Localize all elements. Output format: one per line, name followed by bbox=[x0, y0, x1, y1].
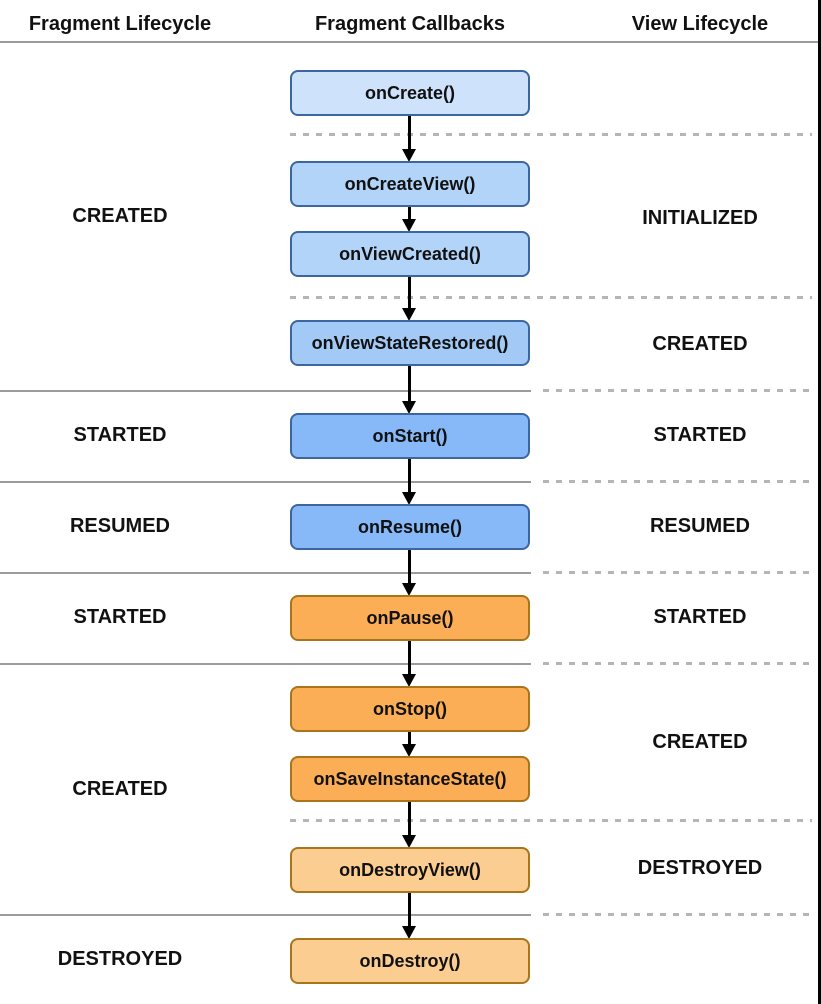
fragment-state-divider bbox=[0, 481, 531, 483]
fragment-state-divider bbox=[0, 390, 531, 392]
view-state-divider bbox=[543, 480, 812, 483]
view-state-label: STARTED bbox=[653, 424, 747, 446]
callback-box-oncreateview: onCreateView() bbox=[290, 161, 530, 207]
callback-box-onstop: onStop() bbox=[290, 686, 530, 732]
callback-box-ondestroyview: onDestroyView() bbox=[290, 847, 530, 893]
view-state-label: CREATED bbox=[652, 333, 748, 355]
flow-arrow-stem bbox=[408, 893, 411, 927]
fragment-state-label: CREATED bbox=[72, 205, 168, 227]
flow-arrow-head bbox=[402, 926, 416, 939]
flow-arrow-stem bbox=[408, 459, 411, 493]
header-divider bbox=[0, 41, 821, 43]
callback-box-onstart: onStart() bbox=[290, 413, 530, 459]
view-state-divider bbox=[543, 389, 812, 392]
view-state-label: STARTED bbox=[653, 606, 747, 628]
fragment-state-label: STARTED bbox=[73, 424, 167, 446]
view-state-label: RESUMED bbox=[649, 515, 750, 537]
flow-arrow-stem bbox=[408, 732, 411, 745]
view-state-divider bbox=[290, 296, 812, 299]
flow-arrow-head bbox=[402, 744, 416, 757]
callback-box-onviewstaterestored: onViewStateRestored() bbox=[290, 320, 530, 366]
callback-box-ondestroy: onDestroy() bbox=[290, 938, 530, 984]
view-state-divider bbox=[290, 133, 812, 136]
column-header-fragment-callbacks: Fragment Callbacks bbox=[314, 13, 506, 35]
view-state-divider bbox=[543, 913, 812, 916]
flow-arrow-head bbox=[402, 492, 416, 505]
callback-box-onsaveinstancestate: onSaveInstanceState() bbox=[290, 756, 530, 802]
flow-arrow-stem bbox=[408, 277, 411, 309]
fragment-state-label: CREATED bbox=[72, 778, 168, 800]
view-state-divider bbox=[290, 819, 812, 822]
column-header-view-lifecycle: View Lifecycle bbox=[631, 13, 769, 35]
flow-arrow-stem bbox=[408, 207, 411, 220]
view-state-label: DESTROYED bbox=[637, 857, 763, 879]
flow-arrow-stem bbox=[408, 366, 411, 402]
view-state-divider bbox=[543, 662, 812, 665]
fragment-state-label: RESUMED bbox=[69, 515, 170, 537]
flow-arrow-head bbox=[402, 835, 416, 848]
column-header-fragment-lifecycle: Fragment Lifecycle bbox=[28, 13, 212, 35]
flow-arrow-head bbox=[402, 583, 416, 596]
callback-box-onpause: onPause() bbox=[290, 595, 530, 641]
view-state-label: CREATED bbox=[652, 731, 748, 753]
flow-arrow-stem bbox=[408, 641, 411, 675]
view-state-divider bbox=[543, 571, 812, 574]
flow-arrow-head bbox=[402, 308, 416, 321]
fragment-state-label: STARTED bbox=[73, 606, 167, 628]
fragment-state-divider bbox=[0, 914, 531, 916]
fragment-state-label: DESTROYED bbox=[57, 948, 183, 970]
callback-box-oncreate: onCreate() bbox=[290, 70, 530, 116]
callback-box-onresume: onResume() bbox=[290, 504, 530, 550]
fragment-state-divider bbox=[0, 663, 531, 665]
fragment-state-divider bbox=[0, 572, 531, 574]
flow-arrow-head bbox=[402, 219, 416, 232]
callback-box-onviewcreated: onViewCreated() bbox=[290, 231, 530, 277]
flow-arrow-stem bbox=[408, 802, 411, 836]
flow-arrow-stem bbox=[408, 550, 411, 584]
view-state-label: INITIALIZED bbox=[642, 207, 758, 229]
screenshot-right-border bbox=[818, 0, 821, 1004]
flow-arrow-head bbox=[402, 674, 416, 687]
flow-arrow-stem bbox=[408, 116, 411, 150]
flow-arrow-head bbox=[402, 401, 416, 414]
flow-arrow-head bbox=[402, 149, 416, 162]
